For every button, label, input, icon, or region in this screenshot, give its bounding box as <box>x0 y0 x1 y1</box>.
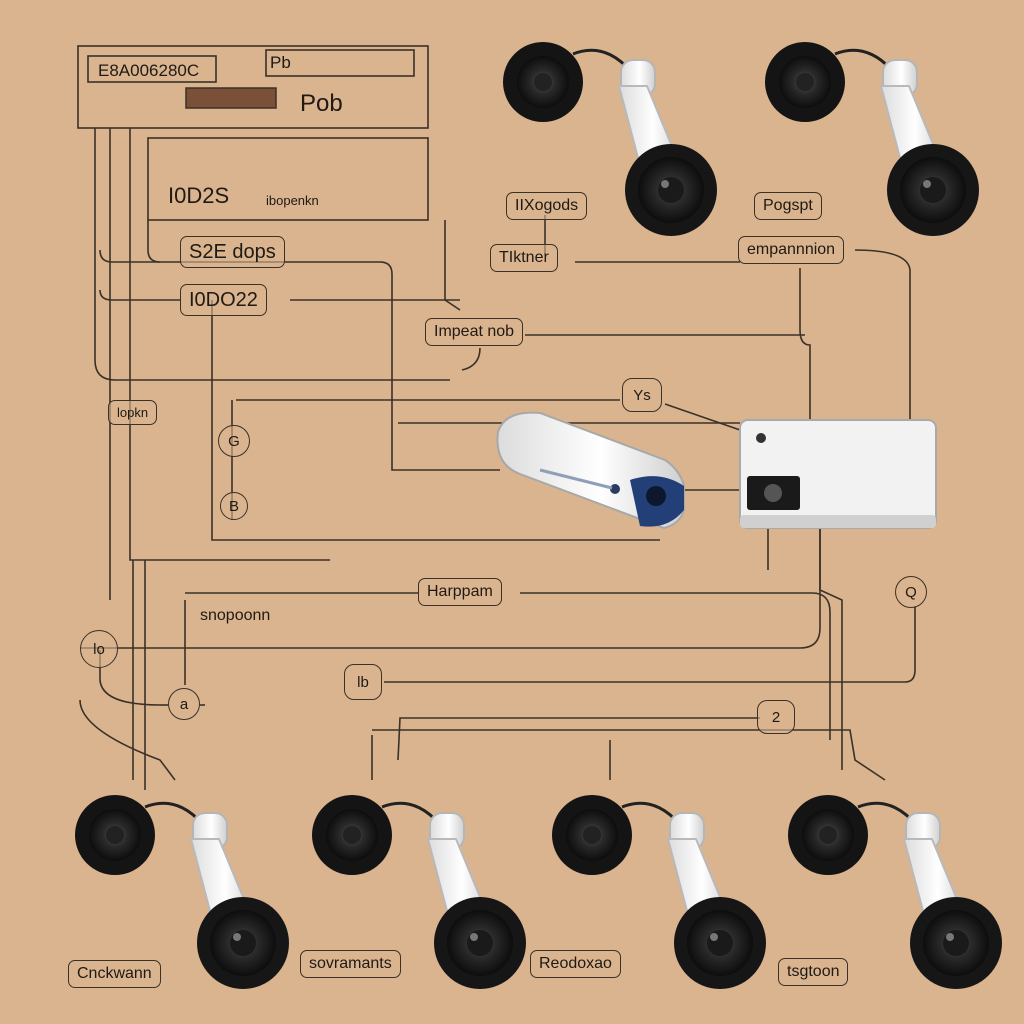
label-impeat-nob: Impeat nob <box>425 318 524 346</box>
camera-label-4: tsgtoon <box>778 958 849 986</box>
rack-sublabel: ibopenkn <box>266 193 319 208</box>
central-camera-device <box>496 411 685 530</box>
badge-q: Q <box>895 576 927 608</box>
wiring <box>79 128 916 790</box>
camera-label-3: Reodoxao <box>530 950 621 978</box>
rack-label: I0D2S <box>168 183 230 208</box>
label-node-left: lopkn <box>108 400 158 425</box>
badge-lb: lb <box>344 664 382 700</box>
label-empannnion: empannnion <box>738 236 845 264</box>
camera-label-1: Cnckwann <box>68 960 161 988</box>
label-tktner: TIktner <box>490 244 558 272</box>
label-snopoonn: snopoonn <box>200 607 271 624</box>
label-camera-top-1: IIXogods <box>506 192 588 220</box>
label-2e-dops: S2E dops <box>180 236 285 268</box>
header-code-2: Pb <box>270 53 291 72</box>
header-code: E8A006280C <box>98 61 200 80</box>
badge-g: G <box>218 425 250 457</box>
recorder-box <box>739 419 937 529</box>
label-camera-top-2: Pogspt <box>754 192 822 220</box>
badge-b: B <box>220 492 248 520</box>
header-frame <box>77 45 429 221</box>
camera-label-2: sovramants <box>300 950 401 978</box>
header-color-bar <box>185 87 277 109</box>
label-10d: I0DO22 <box>180 284 267 316</box>
badge-2: 2 <box>757 700 795 734</box>
badge-a: a <box>168 688 200 720</box>
label-harppam: Harppam <box>418 578 502 606</box>
badge-lo: lo <box>80 630 118 668</box>
badge-ys: Ys <box>622 378 662 412</box>
header-pob: Pob <box>300 90 343 117</box>
